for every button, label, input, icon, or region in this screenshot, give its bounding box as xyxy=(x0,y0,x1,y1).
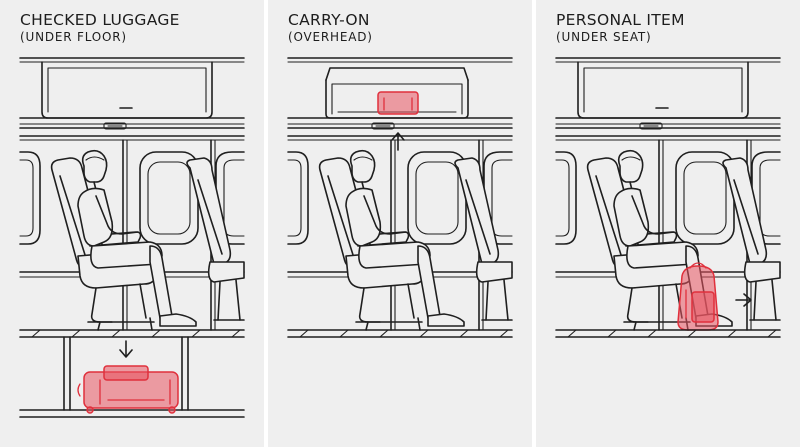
carry-on-bag-icon xyxy=(377,91,419,115)
panel-personal-item: PERSONAL ITEM (UNDER SEAT) xyxy=(536,0,800,447)
panel-title: PERSONAL ITEM xyxy=(556,11,685,29)
panel-checked-luggage: CHECKED LUGGAGE (UNDER FLOOR) xyxy=(0,0,264,447)
panel-title: CARRY-ON xyxy=(288,11,370,29)
panel-subtitle: (OVERHEAD) xyxy=(288,30,373,44)
arrow-right-icon xyxy=(735,293,752,307)
panel-subtitle: (UNDER FLOOR) xyxy=(20,30,127,44)
arrow-down-icon xyxy=(119,340,133,358)
panel-carry-on: CARRY-ON (OVERHEAD) xyxy=(268,0,532,447)
panel-title: CHECKED LUGGAGE xyxy=(20,11,180,29)
suitcase-icon xyxy=(77,365,179,414)
backpack-icon xyxy=(677,262,719,331)
checked-luggage-illustration xyxy=(19,57,245,418)
overhead-bin-open xyxy=(325,67,469,119)
personal-item-illustration xyxy=(555,57,781,338)
carry-on-illustration xyxy=(287,57,513,338)
panel-subtitle: (UNDER SEAT) xyxy=(556,30,652,44)
cargo-hold xyxy=(19,336,245,418)
